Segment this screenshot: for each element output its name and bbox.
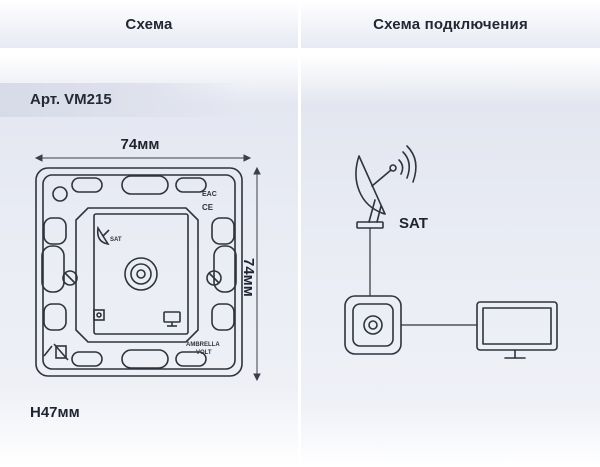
article-label: Арт. VM215 xyxy=(30,91,112,108)
article-banner: Арт. VM215 xyxy=(0,83,245,117)
width-dimension-label: 74мм xyxy=(120,136,160,153)
socket-drawing: SAT CE EAC AMBRELLA VOLT xyxy=(35,167,243,377)
ce-mark: CE xyxy=(202,203,214,212)
connection-diagram xyxy=(344,145,558,359)
eac-mark: EAC xyxy=(202,191,217,198)
brand-mark-line1: AMBRELLA xyxy=(186,342,220,348)
tab-scheme[interactable]: Схема xyxy=(0,0,298,48)
sat-label: SAT xyxy=(399,215,428,232)
brand-mark-line2: VOLT xyxy=(196,350,212,356)
tab-connection-scheme[interactable]: Схема подключения xyxy=(301,0,600,48)
depth-label: H47мм xyxy=(30,404,80,421)
connection-panel xyxy=(301,55,600,467)
tv-icon xyxy=(476,301,558,359)
device-sat-mark: SAT xyxy=(110,237,122,243)
socket-icon xyxy=(344,295,402,355)
